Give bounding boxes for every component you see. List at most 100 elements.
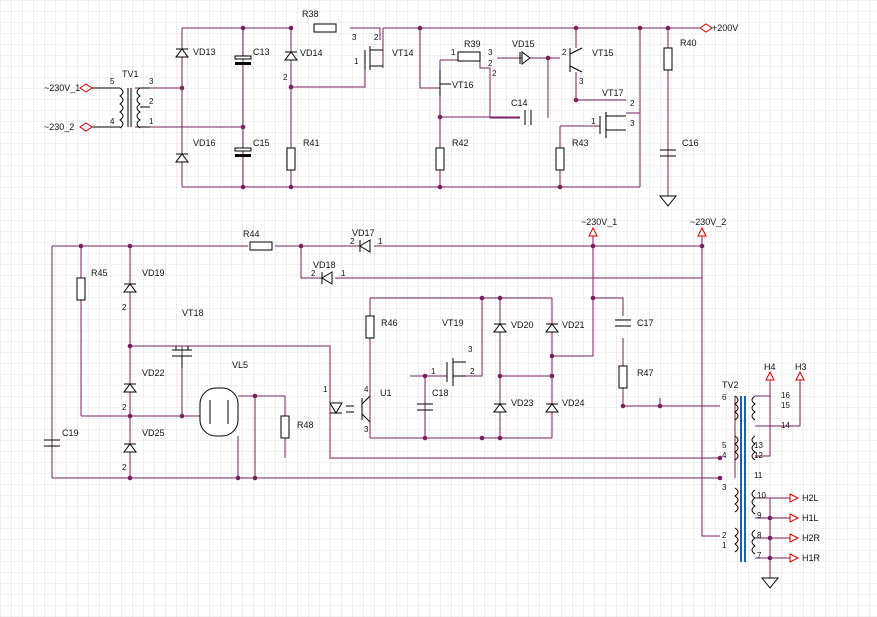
svg-text:C13: C13 [253,47,270,57]
top-supply-junctions [179,25,671,190]
svg-text:1: 1 [149,117,154,126]
svg-text:11: 11 [754,471,763,480]
resistor-r45: R45 [76,268,108,301]
svg-text:15: 15 [781,401,790,410]
svg-text:C16: C16 [682,138,699,148]
capacitor-c14: C14 [511,98,532,125]
svg-text:2: 2 [122,403,127,412]
resistor-r38: R38 [302,9,337,33]
resistor-r42: R42 [435,138,469,171]
svg-text:VD21: VD21 [562,320,585,330]
svg-text:7: 7 [757,551,762,560]
capacitor-c15: C15 [234,138,270,157]
svg-text:R43: R43 [572,138,589,148]
ground-symbol-top [658,195,678,207]
svg-text:H1R: H1R [802,553,821,563]
svg-text:H3: H3 [795,362,807,372]
port-h2l: H2L [789,493,819,503]
svg-text:2: 2 [149,97,154,106]
svg-text:R45: R45 [91,268,108,278]
input-port-230v-1: ~230V_1 [44,83,93,93]
svg-text:C17: C17 [637,318,654,328]
svg-text:C14: C14 [511,98,528,108]
resistor-r44: R44 [243,229,273,251]
svg-text:VD16: VD16 [193,138,216,148]
diode-vd15: VD15 [512,39,535,65]
svg-text:VD19: VD19 [142,268,165,278]
svg-text:VD23: VD23 [511,398,534,408]
svg-text:3: 3 [579,77,584,86]
diode-vd20: VD20 [493,320,534,333]
diode-vd18: VD18 2 1 [311,260,346,285]
svg-text:C15: C15 [253,138,270,148]
svg-text:3: 3 [722,483,727,492]
svg-text:9: 9 [757,511,762,520]
svg-text:1: 1 [323,385,328,394]
svg-text:2: 2 [562,48,567,57]
resistor-r39: R39 1 3 2 [451,39,493,68]
svg-text:4: 4 [722,451,727,460]
input-port-230-2: ~230_2 [44,122,93,132]
svg-text:5: 5 [110,77,115,86]
resistor-r43: R43 [555,138,589,171]
svg-text:VD20: VD20 [511,320,534,330]
svg-text:H2R: H2R [802,533,821,543]
svg-text:1: 1 [451,48,456,57]
output-port-200v: +200V [699,23,738,33]
diode-vd21: VD21 [545,320,585,333]
svg-text:2: 2 [470,367,475,376]
svg-text:VD15: VD15 [512,39,535,49]
svg-text:4: 4 [364,385,369,394]
diode-vd17: VD17 2 1 [350,228,383,253]
svg-text:5: 5 [722,441,727,450]
diode-vd22: VD22 2 [122,368,165,412]
diode-vd23: VD23 [493,398,534,413]
svg-text:~230V_2: ~230V_2 [690,217,726,227]
svg-text:2: 2 [122,303,127,312]
svg-text:~230V_1: ~230V_1 [581,217,617,227]
capacitor-c19: C19 [44,428,79,447]
svg-text:VT17: VT17 [602,88,624,98]
svg-text:VD14: VD14 [300,48,323,58]
svg-text:10: 10 [757,491,766,500]
resistor-r41: R41 [286,138,320,171]
lamp-vl5: VL5 [199,360,248,437]
port-h4: H4 [764,362,776,381]
port-h2r: H2R [789,533,821,543]
transistor-vt18: VT18 [172,308,204,368]
svg-text:2: 2 [492,69,497,78]
port-h3: H3 [795,362,807,381]
svg-text:3: 3 [149,77,154,86]
svg-text:VT18: VT18 [182,308,204,318]
capacitor-c17: C17 [615,318,654,328]
svg-text:4: 4 [110,117,115,126]
transformer-tv2: TV2 16 15 14 13 12 11 10 9 8 7 6 5 4 3 2… [722,380,790,562]
svg-text:TV2: TV2 [722,380,739,390]
svg-text:VD13: VD13 [193,47,216,57]
svg-text:3: 3 [488,48,493,57]
diode-vd13: VD13 [175,47,216,58]
svg-text:2: 2 [488,59,493,68]
resistor-r40: R40 [663,38,697,71]
capacitor-c18: C18 [417,388,449,411]
svg-text:2: 2 [350,237,355,246]
svg-text:R42: R42 [452,138,469,148]
svg-text:~230V_1: ~230V_1 [44,83,80,93]
svg-text:VD22: VD22 [142,368,165,378]
svg-text:+200V: +200V [712,23,738,33]
svg-text:2: 2 [283,73,288,82]
svg-text:2: 2 [311,269,316,278]
svg-text:3: 3 [468,345,473,354]
svg-text:H1L: H1L [802,513,819,523]
tv1-label: TV1 [122,69,139,79]
svg-text:8: 8 [757,531,762,540]
capacitor-c16: C16 [660,138,699,157]
svg-text:16: 16 [781,391,790,400]
port-h1l: H1L [789,513,819,523]
svg-text:VD24: VD24 [562,398,585,408]
svg-text:14: 14 [781,421,790,430]
svg-text:12: 12 [754,451,763,460]
ground-symbol-bottom [760,577,780,589]
